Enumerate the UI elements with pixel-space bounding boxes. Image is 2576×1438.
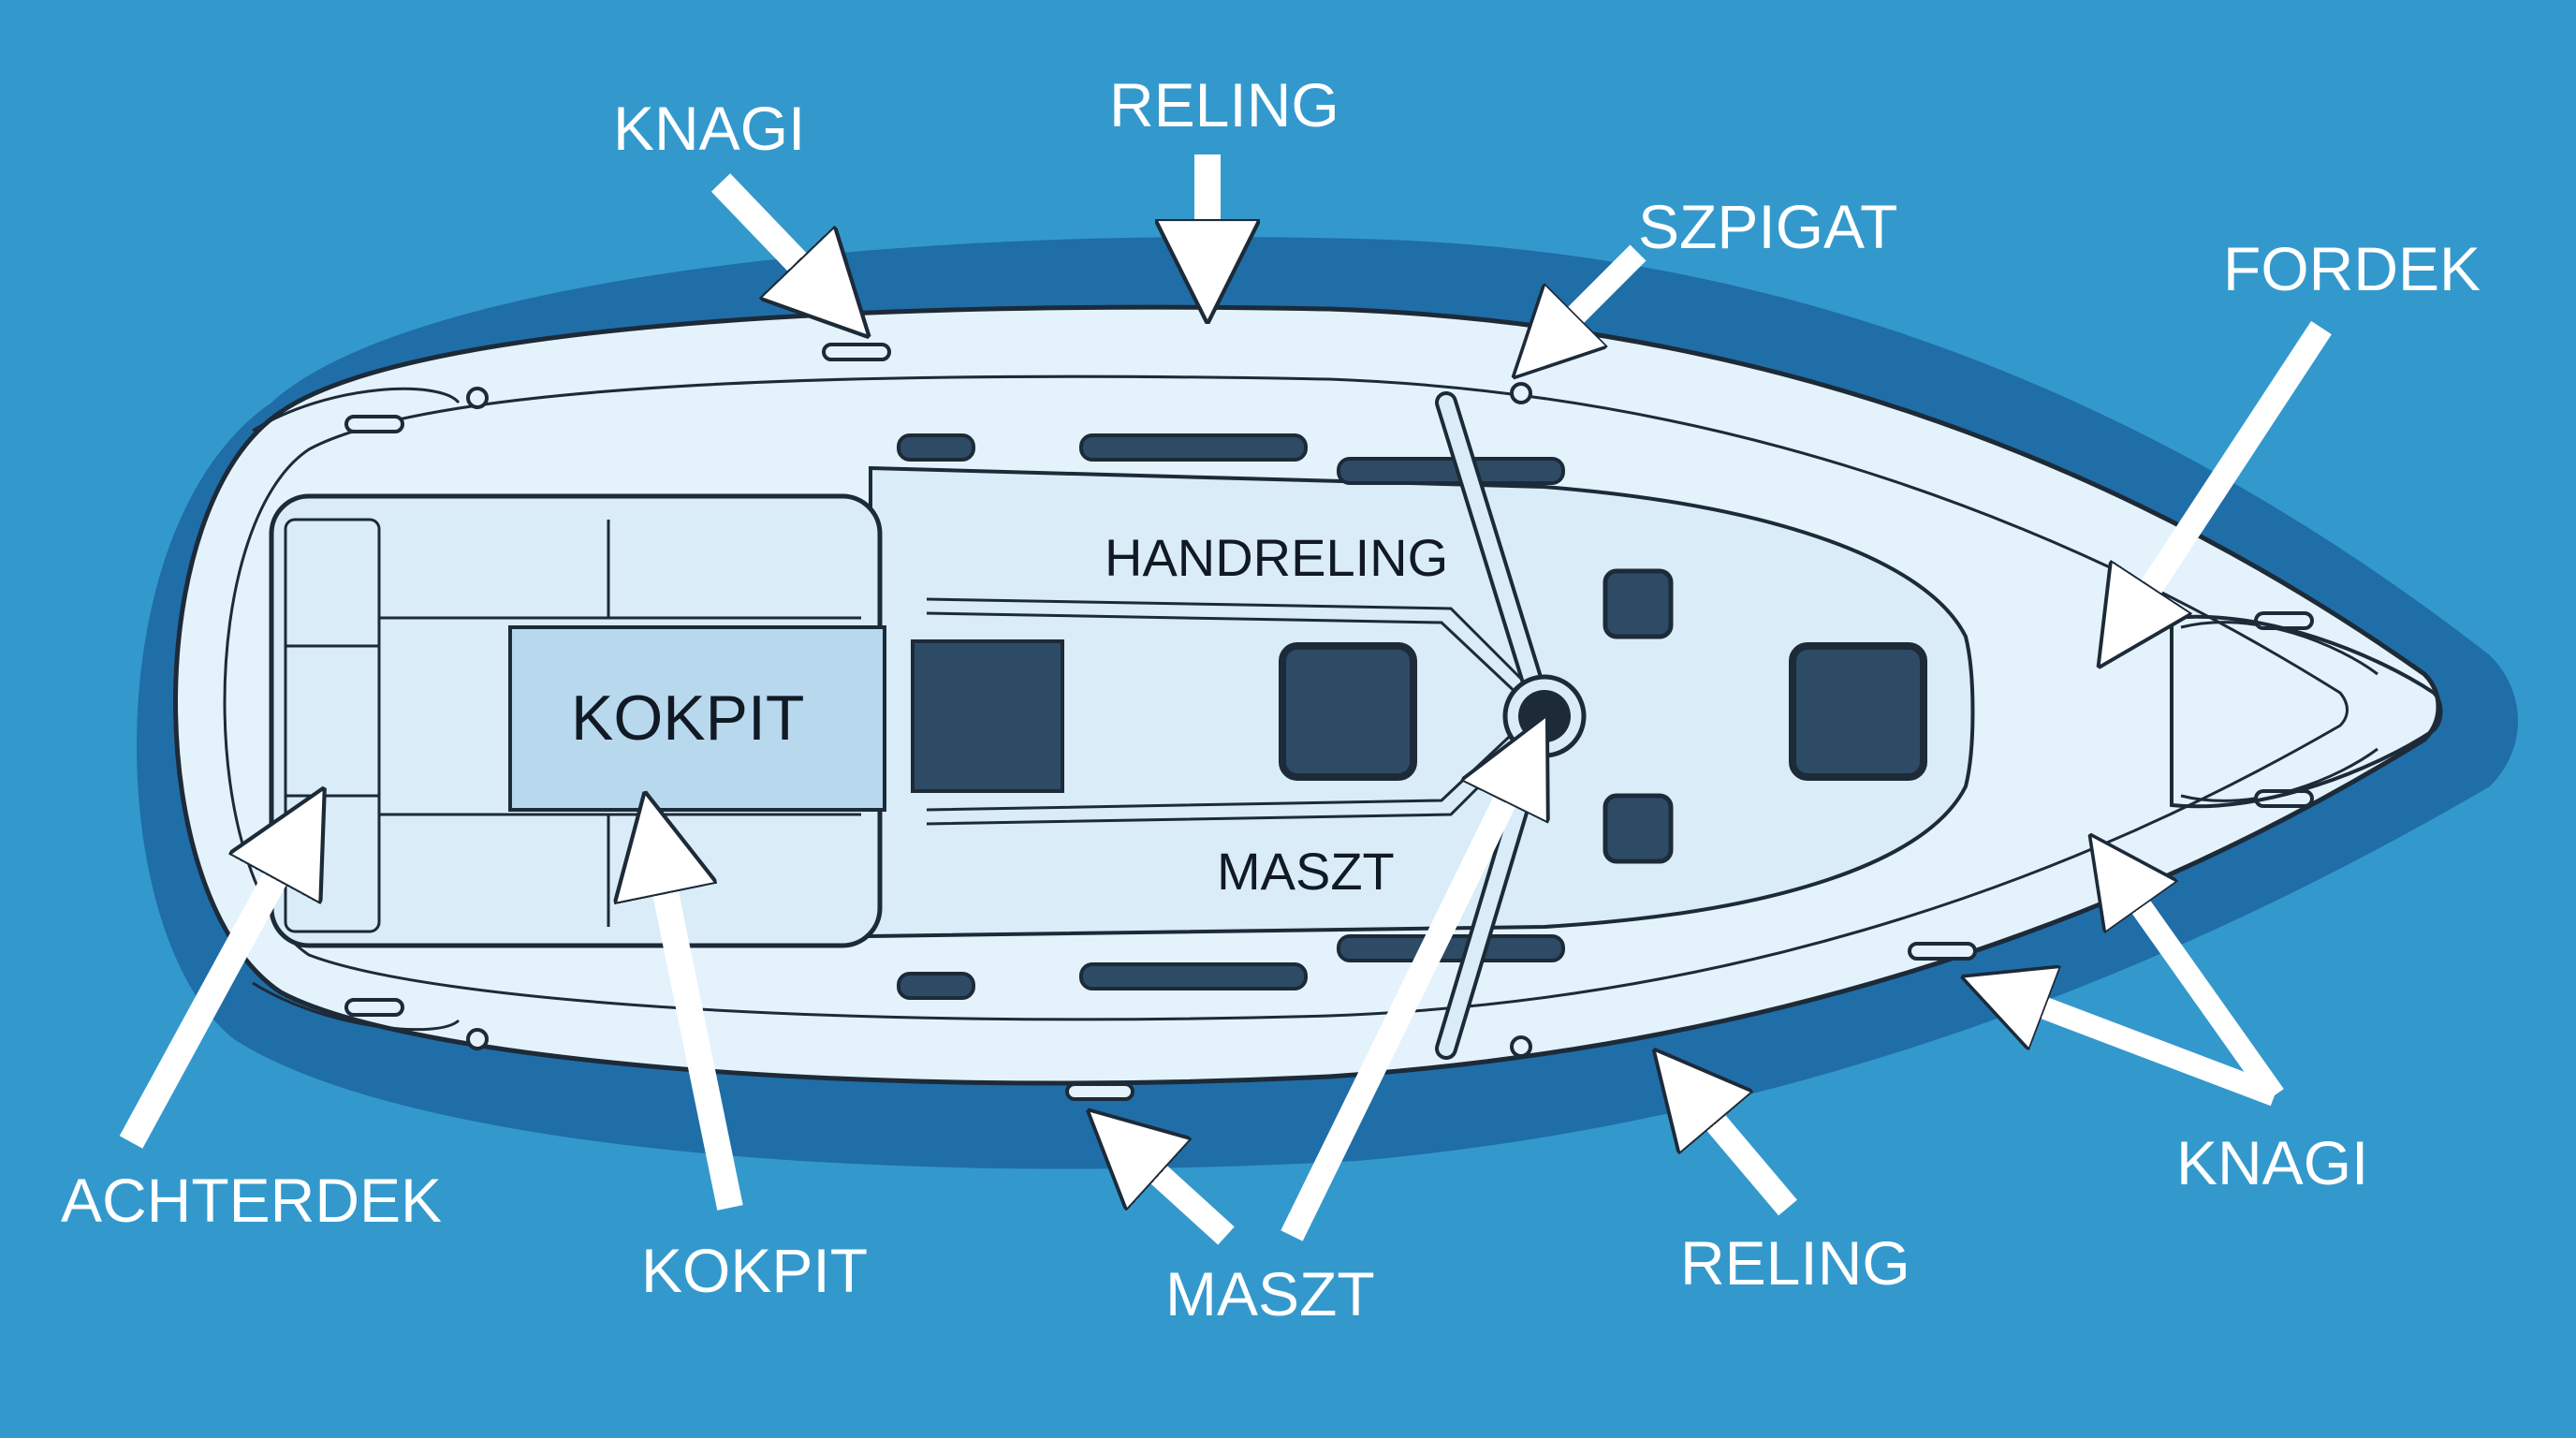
arrow-knagi-bottom-2 xyxy=(2115,871,2284,1102)
callout-reling-top: RELING xyxy=(1109,70,1339,139)
arrow-knagi-top xyxy=(710,173,833,300)
companionway-hatch xyxy=(911,639,1064,793)
mast xyxy=(1518,690,1571,742)
cabin-hatch-1 xyxy=(1279,642,1417,781)
deck-edge-line xyxy=(223,374,2349,1021)
cleats xyxy=(344,343,2314,1101)
callout-maszt-bottom: MASZT xyxy=(1165,1259,1375,1328)
arrow-fordek xyxy=(2125,320,2332,627)
small-hatch-bottom xyxy=(1603,793,1674,864)
arrow-maszt-bottom-1 xyxy=(1123,1142,1235,1245)
callout-fordek: FORDEK xyxy=(2223,234,2481,303)
callout-knagi-bottom: KNAGI xyxy=(2176,1128,2368,1197)
arrow-maszt-bottom-2 xyxy=(1281,758,1526,1241)
kokpit-inner-label: KOKPIT xyxy=(571,682,804,754)
arrow-kokpit-bottom xyxy=(655,843,743,1211)
callout-arrows xyxy=(119,154,2332,1245)
callout-knagi-top: KNAGI xyxy=(613,94,805,163)
maszt-inner-label: MASZT xyxy=(1217,842,1395,901)
callout-reling-bottom: RELING xyxy=(1680,1228,1910,1298)
arrow-knagi-bottom-1 xyxy=(2003,992,2279,1107)
bow-pulpit xyxy=(2170,614,2443,809)
callout-szpigat: SZPIGAT xyxy=(1638,192,1897,261)
arrow-szpigat xyxy=(1544,244,1647,346)
scuppers xyxy=(466,382,1532,1058)
callout-kokpit-bottom: KOKPIT xyxy=(641,1236,868,1305)
callout-achterdek: ACHTERDEK xyxy=(61,1166,442,1235)
boom-fill xyxy=(1439,395,1552,728)
portlights xyxy=(897,433,1565,1000)
cabin-hatch-2 xyxy=(1789,642,1927,781)
cockpit-floor xyxy=(508,625,886,812)
small-hatch-top xyxy=(1603,568,1674,639)
handreling-inner-label: HANDRELING xyxy=(1105,528,1448,587)
arrow-achterdek xyxy=(119,833,300,1149)
arrow-reling-bottom xyxy=(1685,1086,1797,1216)
